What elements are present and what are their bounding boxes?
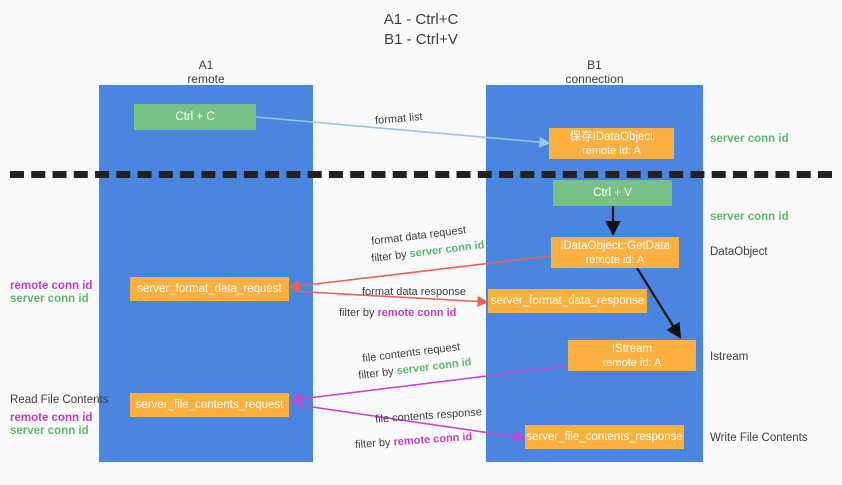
left-label-remote-conn-id-1: remote conn id — [10, 280, 93, 292]
edge-label-file-contents-response-filter-pre: filter by — [354, 436, 394, 452]
edge-label-format-data-request-filter-pre: filter by — [370, 248, 411, 265]
node-idataobject-getdata-line1: IDataObject::GetData — [560, 239, 670, 252]
node-idataobject-getdata[interactable]: IDataObject::GetData remote id: A — [551, 237, 679, 268]
edge-label-format-data-response-filter-key: remote conn id — [377, 307, 457, 319]
node-save-idataobject-line2: remote id: A — [582, 144, 641, 157]
column-header-a1-name: A1 — [198, 58, 214, 72]
node-server-format-data-response[interactable]: server_format_data_response — [488, 289, 647, 313]
node-server-format-data-response-label: server_format_data_response — [490, 295, 645, 307]
node-idataobject-getdata-line2: remote id: A — [585, 253, 645, 266]
edge-label-format-data-response-filter-pre: filter by — [339, 307, 378, 319]
left-label-server-conn-id-2: server conn id — [10, 425, 89, 437]
phase-separator-dashed-line — [10, 171, 832, 178]
left-label-server-conn-id-1: server conn id — [10, 293, 89, 305]
edge-label-format-list: format list — [374, 110, 424, 128]
node-server-file-contents-request[interactable]: server_file_contents_request — [130, 393, 289, 417]
node-ctrl-c[interactable]: Ctrl + C — [134, 104, 256, 130]
edge-label-file-contents-response-filter-key: remote conn id — [393, 430, 473, 449]
edge-label-format-data-response: format data response — [362, 286, 466, 298]
diagram-title-line2: B1 - Ctrl+V — [384, 31, 458, 48]
left-label-remote-conn-id-2: remote conn id — [10, 412, 93, 424]
node-istream-line2: remote id: A — [602, 356, 662, 369]
right-label-server-conn-id-top: server conn id — [710, 133, 789, 145]
node-server-format-data-request-label: server_format_data_request — [137, 283, 282, 295]
column-header-a1-sub: remote — [187, 72, 225, 86]
right-label-server-conn-id-second: server conn id — [710, 211, 789, 223]
diagram-title: A1 - Ctrl+C B1 - Ctrl+V — [0, 10, 842, 50]
node-save-idataobject[interactable]: 保存IDataObject remote id: A — [549, 128, 674, 159]
right-label-istream: Istream — [710, 351, 749, 363]
node-server-format-data-request[interactable]: server_format_data_request — [130, 277, 289, 301]
node-save-idataobject-line1: 保存IDataObject — [569, 130, 654, 143]
column-header-b1: B1 connection — [486, 58, 703, 86]
right-label-write-file-contents: Write File Contents — [710, 432, 808, 444]
node-server-file-contents-response-label: server_file_contents_response — [526, 431, 683, 443]
column-header-a1: A1 remote — [99, 58, 313, 86]
node-ctrl-v[interactable]: Ctrl + V — [553, 180, 672, 206]
edge-label-file-contents-request-filter-pre: filter by — [357, 365, 398, 382]
node-server-file-contents-response[interactable]: server_file_contents_response — [525, 425, 684, 449]
column-header-b1-name: B1 — [587, 58, 602, 72]
edge-label-format-data-response-filter: filter by remote conn id — [339, 306, 456, 320]
right-label-dataobject: DataObject — [710, 246, 768, 258]
edge-label-file-contents-response-filter: filter by remote conn id — [355, 430, 473, 452]
node-istream[interactable]: IStream remote id: A — [568, 340, 696, 371]
diagram-title-line1: A1 - Ctrl+C — [383, 11, 459, 28]
edge-label-file-contents-response: file contents response — [374, 406, 483, 426]
node-server-file-contents-request-label: server_file_contents_request — [135, 399, 284, 411]
left-label-read-file-contents: Read File Contents — [10, 394, 109, 406]
column-header-b1-sub: connection — [565, 72, 624, 86]
node-ctrl-c-label: Ctrl + C — [175, 111, 215, 123]
node-ctrl-v-label: Ctrl + V — [593, 187, 632, 199]
node-istream-line1: IStream — [611, 342, 653, 355]
